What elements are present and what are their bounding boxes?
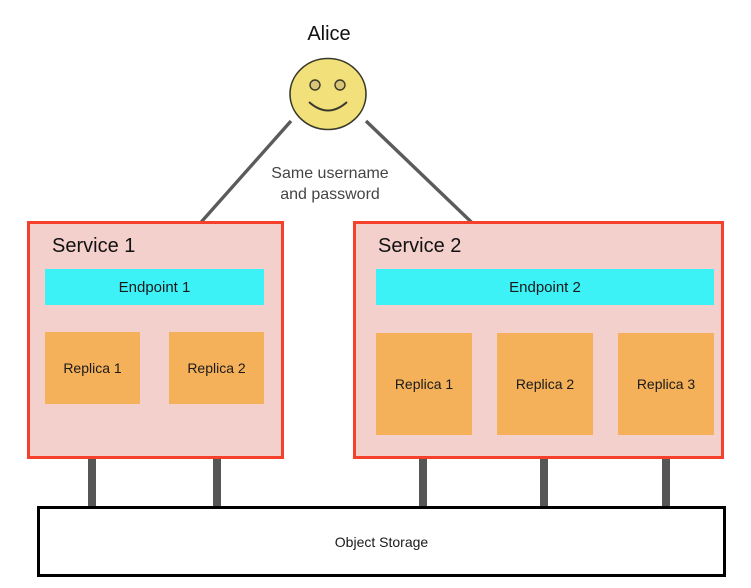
replica-box-service2-1[interactable]: Replica 1 <box>376 333 472 435</box>
replica-box-service1-2[interactable]: Replica 2 <box>169 332 264 404</box>
replica-box-service2-2[interactable]: Replica 2 <box>497 333 593 435</box>
service-title-1: Service 1 <box>52 235 136 257</box>
object-storage-box[interactable]: Object Storage <box>37 506 726 577</box>
replica-box-service1-1[interactable]: Replica 1 <box>45 332 140 404</box>
actor-label-alice: Alice <box>307 23 351 45</box>
endpoint-box-2[interactable]: Endpoint 2 <box>376 269 714 305</box>
smiley-face-icon <box>288 57 368 131</box>
smiley-left-eye-icon <box>309 79 321 91</box>
annotation-line-2: and password <box>280 186 380 203</box>
smiley-mouth-icon <box>308 101 348 112</box>
annotation-same-credentials: Same username and password <box>248 163 412 205</box>
endpoint-box-1[interactable]: Endpoint 1 <box>45 269 264 305</box>
smiley-right-eye-icon <box>334 79 346 91</box>
service-title-2: Service 2 <box>378 235 462 257</box>
replica-box-service2-3[interactable]: Replica 3 <box>618 333 714 435</box>
annotation-line-1: Same username <box>271 165 389 182</box>
